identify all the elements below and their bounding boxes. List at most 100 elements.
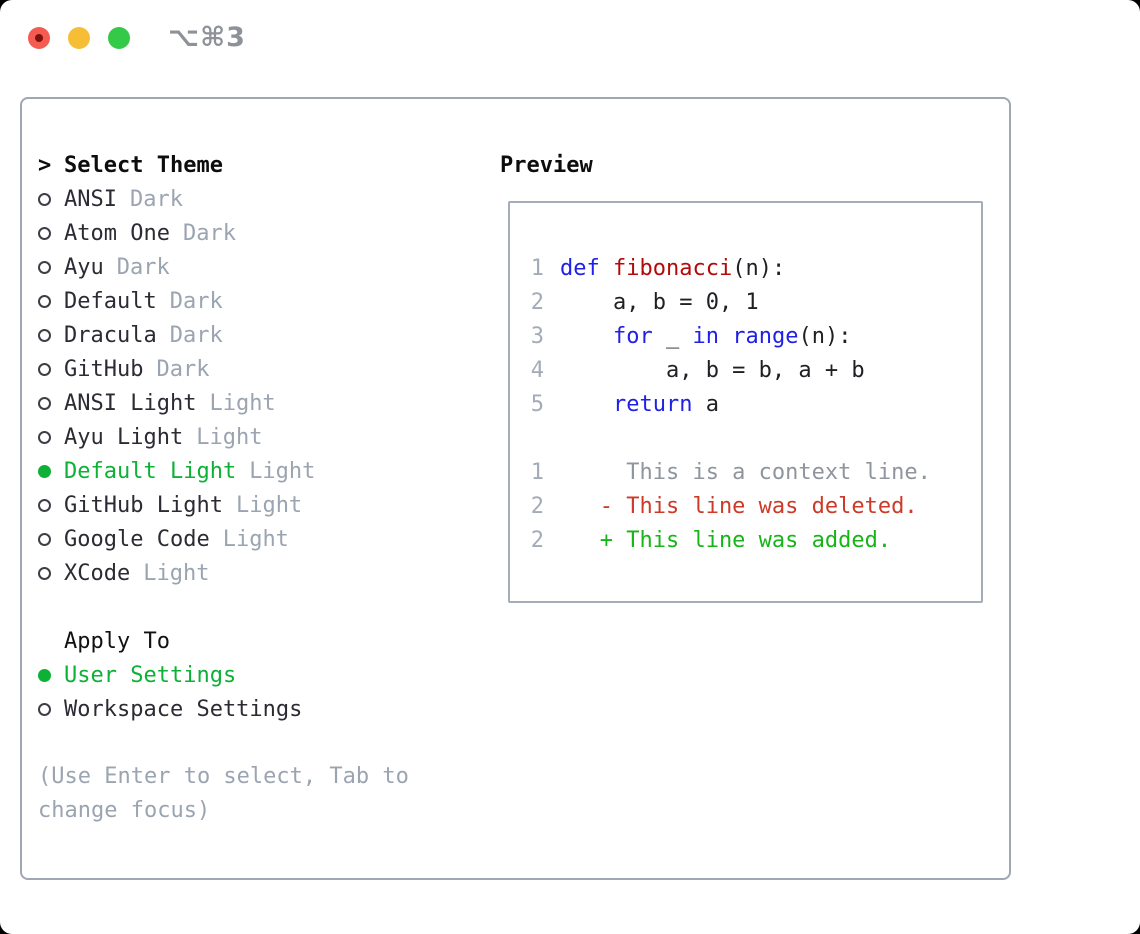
preview-title: Preview bbox=[500, 152, 593, 178]
line-number: 2 bbox=[530, 493, 544, 519]
radio-icon[interactable] bbox=[38, 294, 51, 308]
section-spacer bbox=[38, 726, 468, 760]
code-token-fn: fibonacci bbox=[613, 255, 733, 281]
line-number: 1 bbox=[530, 255, 544, 281]
apply-option-label: User Settings bbox=[64, 662, 237, 688]
theme-option-google-code[interactable]: Google Code Light bbox=[38, 522, 468, 556]
theme-variant-label: Light bbox=[196, 424, 263, 450]
theme-variant-label: Dark bbox=[129, 186, 183, 212]
code-token-kw: def bbox=[560, 255, 600, 281]
radio-icon[interactable] bbox=[38, 566, 51, 580]
diff-preview: 1 This is a context line. 2 - This line w… bbox=[530, 455, 981, 557]
code-token-pl: (n): bbox=[732, 255, 786, 281]
theme-name: Ayu Light bbox=[64, 424, 184, 450]
theme-variant-label: Light bbox=[222, 526, 289, 552]
theme-option-ayu-light[interactable]: Ayu Light Light bbox=[38, 420, 468, 454]
theme-name: Ayu bbox=[64, 254, 104, 280]
keyboard-hint-text: (Use Enter to select, Tab to change focu… bbox=[38, 764, 409, 823]
diff-text: - This line was deleted. bbox=[560, 493, 918, 519]
diff-line-added: 2 + This line was added. bbox=[530, 523, 981, 557]
select-theme-header: > Select Theme bbox=[38, 148, 468, 182]
theme-name: Google Code bbox=[64, 526, 210, 552]
line-number: 5 bbox=[530, 391, 544, 417]
section-spacer bbox=[38, 590, 468, 624]
minimize-button[interactable] bbox=[68, 27, 90, 49]
line-number: 2 bbox=[530, 289, 544, 315]
radio-icon[interactable] bbox=[38, 226, 51, 240]
line-number: 1 bbox=[530, 459, 544, 485]
theme-variant-label: Dark bbox=[116, 254, 170, 280]
code-token-kw: in bbox=[692, 323, 719, 349]
radio-selected-icon[interactable] bbox=[38, 668, 51, 682]
window-shortcut-label: ⌥⌘3 bbox=[168, 22, 246, 53]
radio-icon[interactable] bbox=[38, 532, 51, 546]
code-token-pl bbox=[719, 324, 732, 349]
apply-option-workspace-settings[interactable]: Workspace Settings bbox=[38, 692, 468, 726]
line-number: 4 bbox=[530, 357, 544, 383]
code-token-pl: (n): bbox=[798, 323, 852, 349]
theme-variant-label: Light bbox=[143, 560, 210, 586]
focus-marker-icon: > bbox=[38, 152, 52, 178]
apply-to-header: Apply To bbox=[38, 624, 468, 658]
theme-variant-label: Dark bbox=[156, 356, 210, 382]
code-token-pl: _ bbox=[652, 323, 693, 349]
code-token-pl bbox=[560, 324, 613, 349]
code-token-kw: range bbox=[732, 323, 799, 349]
select-theme-title: Select Theme bbox=[64, 152, 223, 178]
theme-option-atom-one[interactable]: Atom One Dark bbox=[38, 216, 468, 250]
code-token-kw: for bbox=[612, 323, 653, 349]
radio-icon[interactable] bbox=[38, 260, 51, 274]
code-line: 2 a, b = 0, 1 bbox=[530, 285, 981, 319]
code-token-pl: a, b = 0, 1 bbox=[560, 289, 759, 315]
diff-line-deleted: 2 - This line was deleted. bbox=[530, 489, 981, 523]
theme-option-github[interactable]: GitHub Dark bbox=[38, 352, 468, 386]
radio-icon[interactable] bbox=[38, 430, 51, 444]
code-token-pl: a bbox=[692, 391, 719, 417]
theme-name: Atom One bbox=[64, 220, 170, 246]
line-number: 2 bbox=[530, 527, 544, 553]
radio-icon[interactable] bbox=[38, 328, 51, 342]
diff-text: This is a context line. bbox=[560, 459, 931, 485]
apply-to-title: Apply To bbox=[64, 628, 170, 654]
radio-icon[interactable] bbox=[38, 396, 51, 410]
code-line: 1 def fibonacci(n): bbox=[530, 251, 981, 285]
radio-icon[interactable] bbox=[38, 362, 51, 376]
radio-icon[interactable] bbox=[38, 702, 51, 716]
zoom-button[interactable] bbox=[108, 27, 130, 49]
code-token-pl: a, b = b, a + b bbox=[560, 357, 865, 383]
close-button[interactable] bbox=[28, 27, 50, 49]
theme-name: Default Light bbox=[64, 458, 237, 484]
theme-name: Dracula bbox=[64, 322, 157, 348]
code-token-kw: return bbox=[612, 391, 693, 417]
theme-variant-label: Light bbox=[235, 492, 303, 518]
theme-option-ayu[interactable]: Ayu Dark bbox=[38, 250, 468, 284]
code-token-pl bbox=[600, 256, 613, 281]
radio-icon[interactable] bbox=[38, 192, 51, 206]
close-indicator-dot bbox=[35, 34, 43, 42]
titlebar: ⌥⌘3 bbox=[0, 0, 1140, 76]
theme-name: ANSI Light bbox=[64, 390, 197, 416]
preview-header: Preview bbox=[500, 148, 1000, 182]
theme-name: GitHub bbox=[64, 356, 144, 382]
radio-selected-icon[interactable] bbox=[38, 464, 51, 478]
theme-variant-label: Dark bbox=[182, 220, 236, 246]
theme-variant-label: Dark bbox=[169, 288, 223, 314]
radio-icon[interactable] bbox=[38, 498, 51, 512]
theme-name: ANSI bbox=[64, 186, 117, 212]
preview-blank-line bbox=[530, 421, 981, 455]
apply-option-user-settings[interactable]: User Settings bbox=[38, 658, 468, 692]
theme-option-ansi[interactable]: ANSI Dark bbox=[38, 182, 468, 216]
code-token-pl bbox=[560, 392, 613, 417]
